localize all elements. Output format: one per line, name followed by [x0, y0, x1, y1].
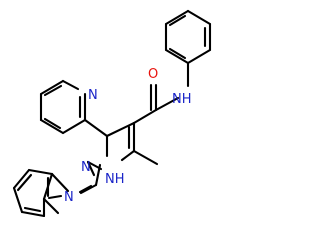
atom-n-imidazole: N [64, 190, 74, 205]
pyridine-ring [39, 79, 87, 135]
bond-pyridine-c4 [83, 118, 109, 138]
atom-o-carbonyl: O [148, 67, 158, 82]
phenyl-ring [164, 9, 212, 65]
pyrimidine-ring [86, 121, 136, 177]
atom-nh-ring: NH [105, 172, 125, 187]
molecule-structure: N O NH N N NH [12, 9, 212, 218]
atom-n-ring-fused: N [81, 160, 91, 175]
molecule-canvas: N O NH N N NH [12, 9, 212, 218]
amide-group [132, 83, 180, 125]
atom-n-pyridine: N [88, 88, 98, 103]
methyl-bond [132, 149, 159, 166]
atom-nh-amide: NH [172, 92, 192, 107]
benzimidazole [12, 163, 102, 218]
